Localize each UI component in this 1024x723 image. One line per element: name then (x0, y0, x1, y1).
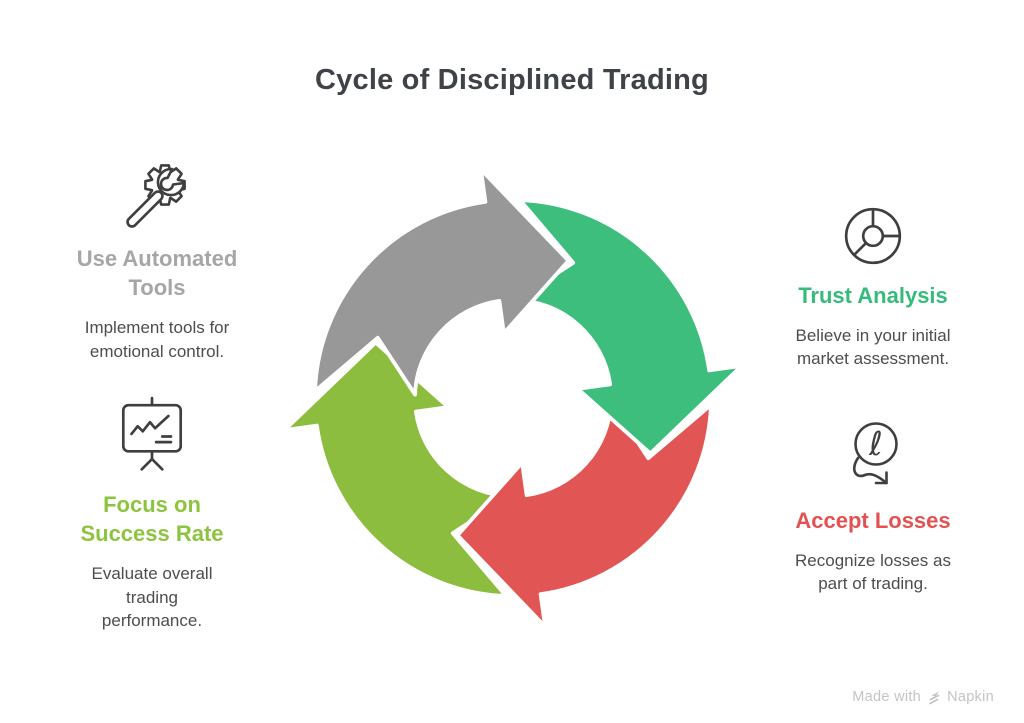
presentation-chart-icon (115, 396, 189, 483)
donut-chart-icon (840, 203, 906, 274)
heading-use-automated-tools: Use Automated Tools (76, 246, 238, 301)
cycle-diagram (282, 167, 744, 629)
body-use-automated-tools: Implement tools for emotional control. (84, 318, 230, 361)
falling-coin-icon: ℓ (833, 418, 913, 499)
section-accept-losses: ℓ Accept Losses Recognize losses as part… (758, 418, 988, 596)
svg-text:ℓ: ℓ (868, 424, 883, 463)
section-use-automated-tools: Use Automated Tools Implement tools for … (42, 158, 272, 363)
wrench-gear-icon (118, 158, 196, 237)
cycle-arrow-use-automated-tools (313, 167, 571, 397)
made-with-napkin: Made with Napkin (852, 689, 994, 705)
cycle-arrow-focus-on-success-rate (282, 340, 512, 598)
cycle-arrow-trust-analysis (514, 198, 744, 456)
section-focus-on-success-rate: Focus on Success Rate Evaluate overall t… (37, 396, 267, 632)
body-focus-on-success-rate: Evaluate overall trading performance. (91, 564, 213, 630)
heading-trust-analysis: Trust Analysis (798, 283, 948, 308)
section-trust-analysis: Trust Analysis Believe in your initial m… (758, 203, 988, 371)
body-accept-losses: Recognize losses as part of trading. (795, 551, 951, 594)
made-with-label: Made with (852, 689, 922, 705)
heading-focus-on-success-rate: Focus on Success Rate (80, 492, 224, 547)
body-trust-analysis: Believe in your initial market assessmen… (795, 326, 951, 369)
cycle-arrow-accept-losses (455, 399, 713, 629)
page-title: Cycle of Disciplined Trading (315, 64, 709, 96)
heading-accept-losses: Accept Losses (795, 508, 951, 533)
napkin-logo-icon (927, 690, 941, 705)
napkin-brand-label: Napkin (947, 689, 994, 705)
